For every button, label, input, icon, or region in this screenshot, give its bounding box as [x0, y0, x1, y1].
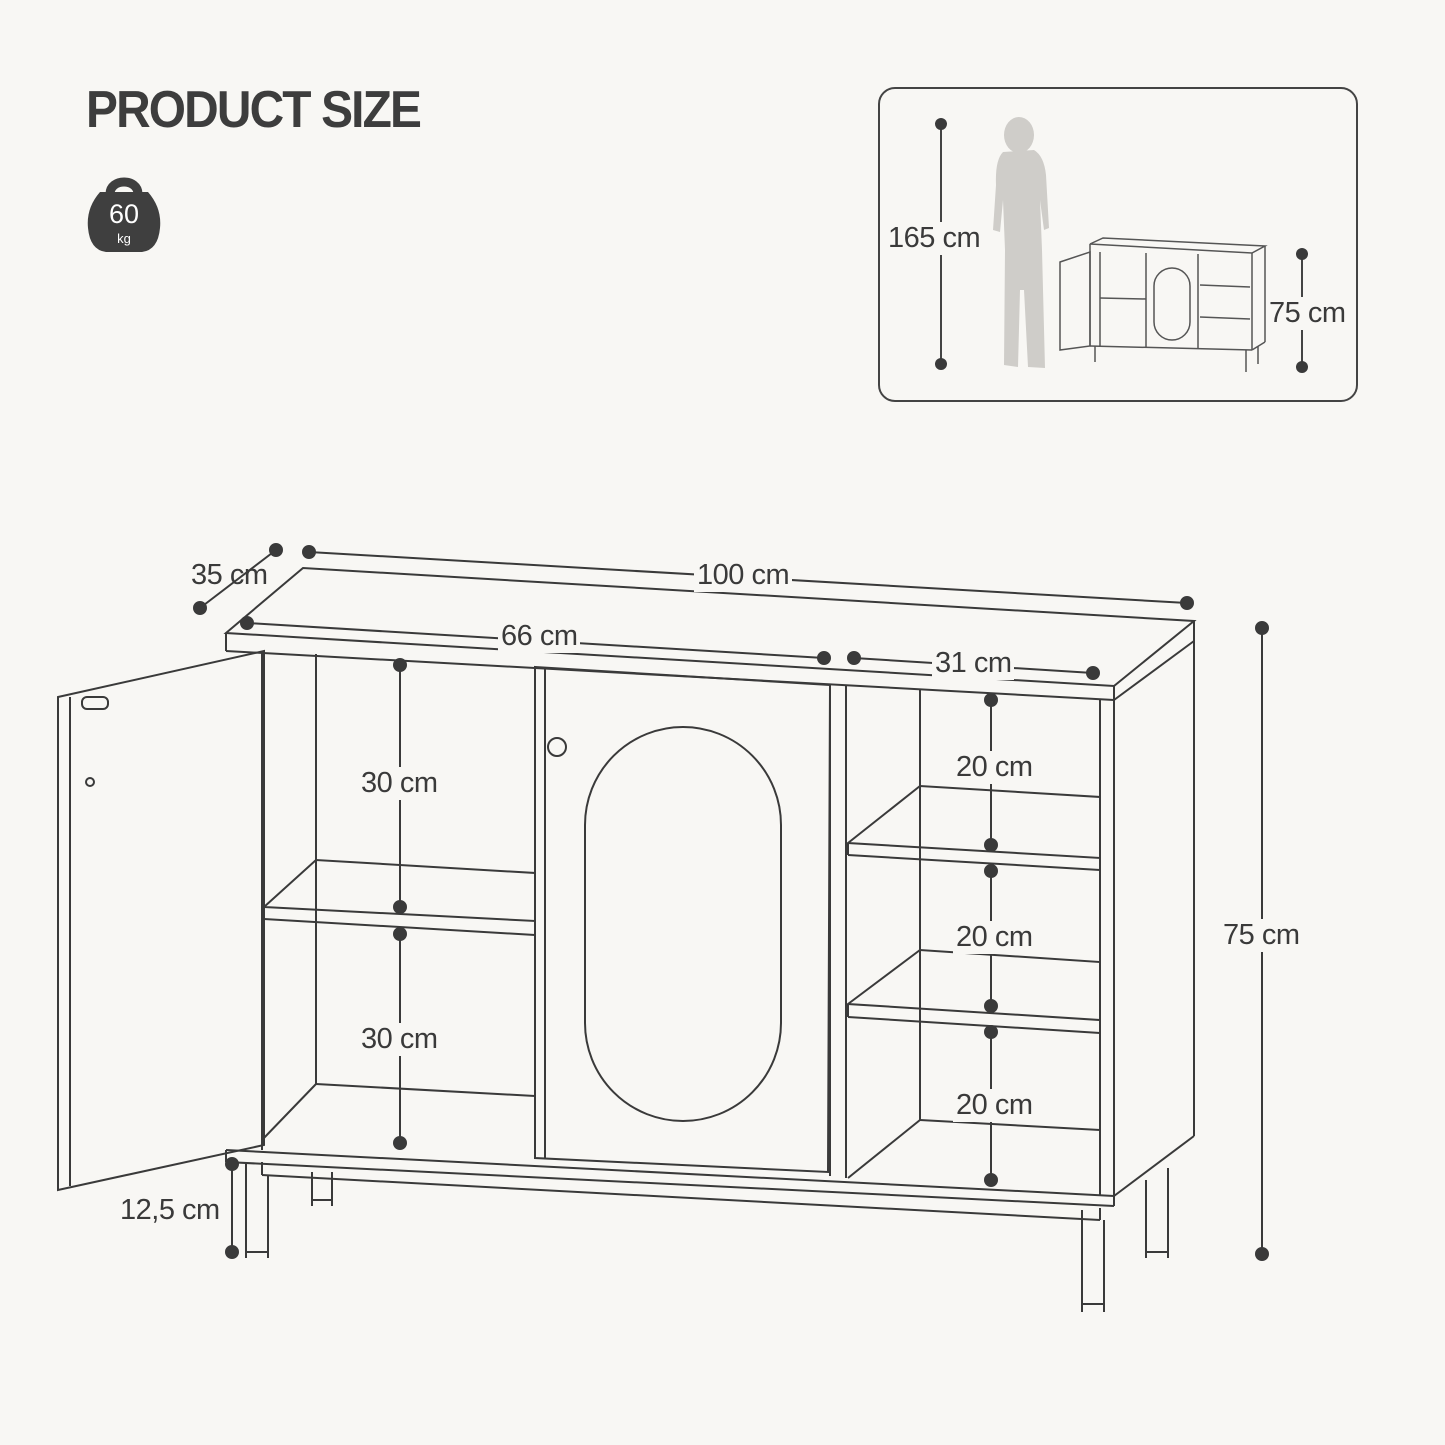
width-label: 100 cm: [694, 559, 793, 592]
reference-inset: [878, 87, 1358, 402]
height-label: 75 cm: [1220, 919, 1303, 952]
left-section-width-label: 66 cm: [498, 620, 581, 653]
small-cabinet: [1059, 237, 1268, 372]
left-shelf-bottom-label: 30 cm: [358, 1023, 441, 1056]
cabinet-drawing: [57, 566, 1197, 1312]
leg-height-label: 12,5 cm: [120, 1194, 220, 1226]
left-shelf-top-label: 30 cm: [358, 767, 441, 800]
right-shelf-3-label: 20 cm: [953, 1089, 1036, 1122]
right-section-width-label: 31 cm: [932, 647, 1015, 680]
depth-label: 35 cm: [191, 559, 268, 591]
weight-value: 60: [108, 199, 140, 229]
person-silhouette: [993, 117, 1049, 368]
weight-icon: [87, 177, 161, 252]
person-height-label: 165 cm: [885, 222, 984, 255]
cabinet-height-ref-label: 75 cm: [1266, 297, 1349, 330]
weight-unit: kg: [117, 231, 131, 246]
dimension-lines: [193, 543, 1269, 1261]
right-shelf-1-label: 20 cm: [953, 751, 1036, 784]
page-title: PRODUCT SIZE: [86, 81, 422, 139]
right-shelf-2-label: 20 cm: [953, 921, 1036, 954]
